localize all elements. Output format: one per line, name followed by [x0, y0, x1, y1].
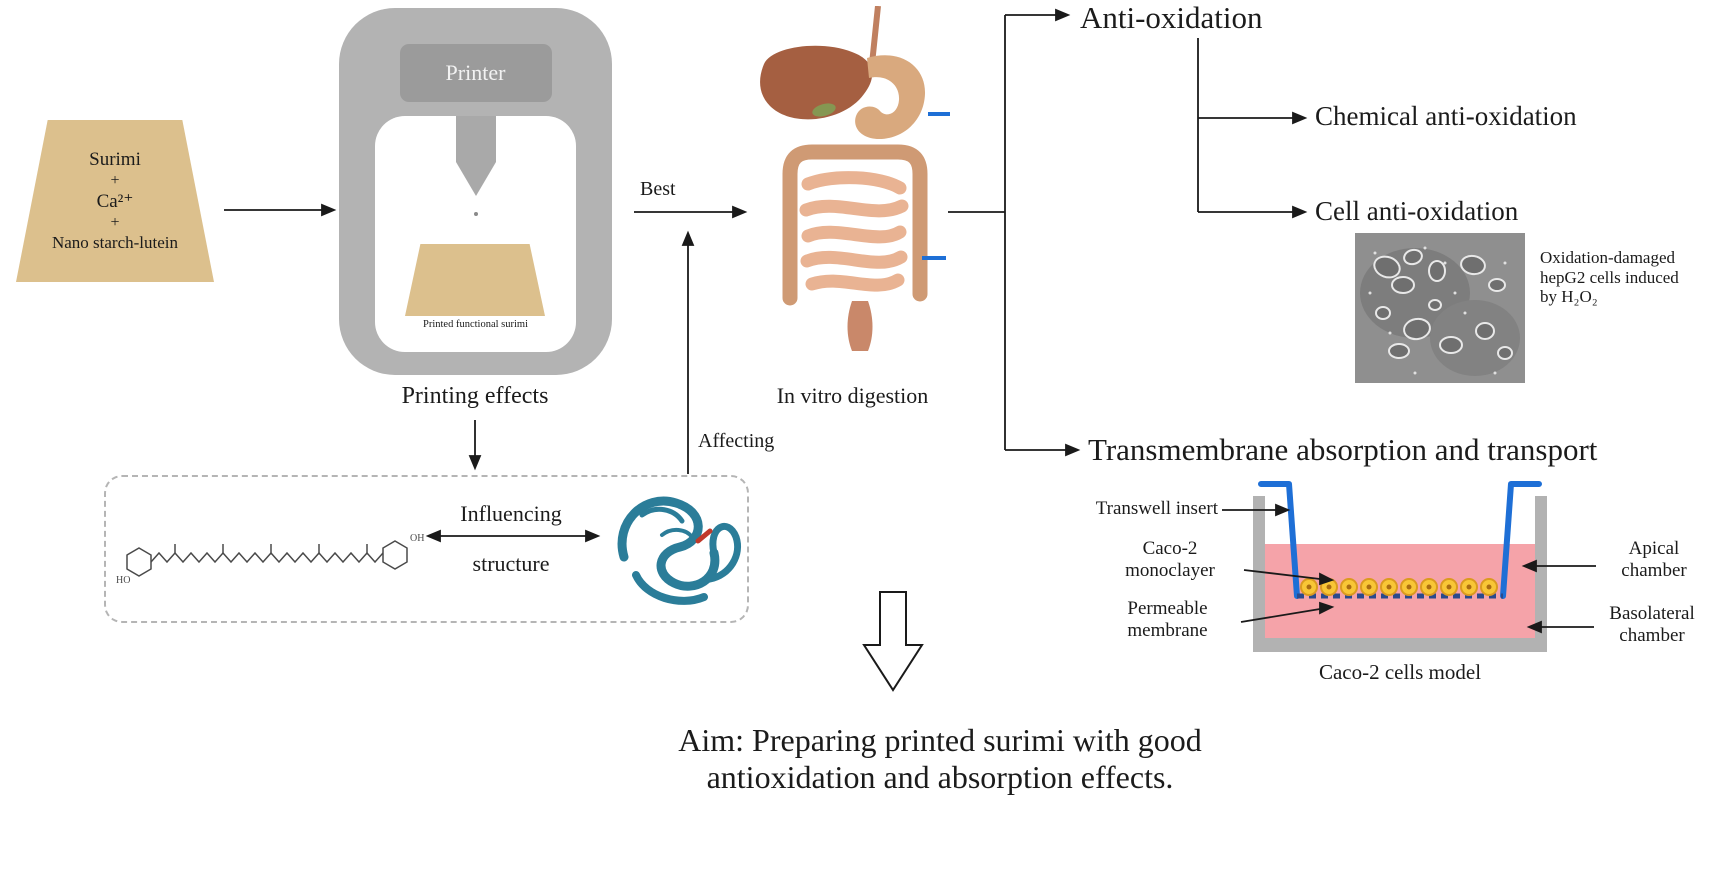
hepg2-micrograph [1355, 233, 1525, 383]
printed-surimi-shape [405, 244, 545, 316]
arrow-to-anti-oxidation [1005, 8, 1071, 22]
caco2-monolayer-line2: monoclayer [1125, 559, 1215, 581]
protein-structure [617, 496, 741, 605]
caco2-model-illustration [1253, 481, 1547, 652]
arrow-to-cell [1198, 205, 1308, 219]
rectum [847, 301, 873, 351]
printer-nozzle-icon [456, 116, 496, 196]
caco2-cell-row [1300, 578, 1498, 596]
basolateral-chamber-label: Basolateral chamber [1592, 603, 1712, 647]
hepg2-caption-line3: by H₂O₂ [1540, 287, 1598, 307]
esophagus [869, 6, 881, 65]
permeable-membrane-label: Permeable membrane [1095, 598, 1240, 642]
big-down-arrow [862, 591, 924, 692]
best-label: Best [640, 178, 676, 200]
digestive-system-illustration [760, 6, 950, 351]
basolateral-chamber-line1: Basolateral [1609, 603, 1695, 624]
arrow-ingredients-to-printer [224, 203, 337, 217]
caco2-model-caption: Caco-2 cells model [1318, 660, 1482, 684]
lutein-structure: HO OH [116, 533, 424, 586]
chemical-anti-oxidation-heading: Chemical anti-oxidation [1315, 101, 1577, 131]
influencing-label: Influencing [460, 501, 562, 526]
section-marker-upper [928, 112, 950, 116]
stomach [855, 55, 926, 139]
caco2-monolayer-line1: Caco-2 [1142, 538, 1198, 559]
arrow-affecting-up [681, 230, 695, 474]
gallbladder [812, 103, 836, 117]
ingredient-plus: + [110, 171, 120, 189]
hepg2-caption-line1: Oxidation-damaged [1540, 248, 1676, 267]
aim-statement: Aim: Preparing printed surimi with good … [590, 722, 1290, 796]
svg-text:OH: OH [410, 533, 424, 544]
aim-line2: antioxidation and absorption effects. [706, 758, 1174, 795]
caco2-monolayer-label: Caco-2 monoclayer [1100, 538, 1240, 582]
ingredient-block: Surimi + Ca²⁺ + Nano starch-lutein [16, 120, 214, 282]
ingredient-plus: + [110, 214, 120, 232]
ingredient-line-surimi: Surimi [89, 148, 141, 170]
arrow-best-to-digestion [634, 205, 748, 219]
cell-anti-oxidation-heading: Cell anti-oxidation [1315, 196, 1519, 226]
aim-line1: Aim: Preparing printed surimi with good [678, 722, 1202, 758]
digestion-caption: In vitro digestion [776, 383, 929, 408]
liver [760, 45, 873, 120]
printer-window: Printed functional surimi [375, 116, 576, 352]
anti-oxidation-heading: Anti-oxidation [1080, 0, 1263, 35]
apical-chamber-label: Apical chamber [1600, 538, 1708, 582]
svg-text:HO: HO [116, 575, 130, 586]
transwell-insert-label: Transwell insert [1095, 498, 1218, 519]
printer-machine: Printer Printed functional surimi [339, 8, 612, 375]
arrow-to-chemical [1198, 111, 1308, 125]
basolateral-chamber-line2: chamber [1619, 624, 1685, 646]
ingredient-line-nano-starch-lutein: Nano starch-lutein [51, 233, 179, 253]
transwell-insert-walls [1258, 481, 1542, 599]
printer-label: Printer [399, 44, 552, 102]
apical-chamber-line2: chamber [1621, 559, 1687, 581]
structure-box: HO OH Influencing structure [104, 475, 749, 623]
affecting-label: Affecting [698, 430, 775, 452]
hepg2-caption: Oxidation-damaged hepG2 cells induced by… [1540, 248, 1710, 307]
ingredient-line-calcium: Ca²⁺ [96, 191, 134, 213]
printed-surimi-caption: Printed functional surimi [423, 319, 528, 330]
small-intestine [799, 171, 909, 292]
hepg2-caption-line2: hepG2 cells induced [1540, 267, 1679, 287]
printing-effects-label: Printing effects [401, 383, 549, 409]
arrow-printer-to-structure [468, 420, 482, 471]
permeable-membrane-line1: Permeable [1127, 598, 1208, 619]
apical-chamber-line1: Apical [1628, 538, 1680, 559]
permeable-membrane-line2: membrane [1127, 619, 1208, 641]
structure-label: structure [472, 551, 550, 576]
extruded-drop-icon [474, 212, 478, 216]
large-intestine [782, 144, 928, 306]
arrow-to-transmembrane [1005, 443, 1081, 457]
section-marker-lower [922, 256, 946, 260]
transmembrane-heading: Transmembrane absorption and transport [1088, 432, 1598, 467]
